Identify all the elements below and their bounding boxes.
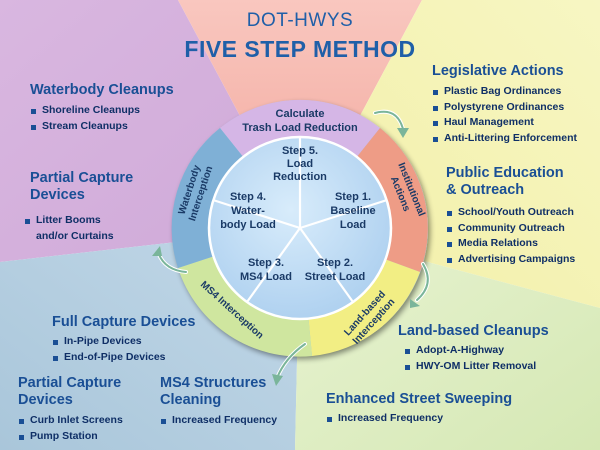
public-education-heading-line1: Public Education <box>446 165 564 181</box>
street-sweeping-list: Increased Frequency <box>326 411 443 427</box>
step1-line3: Load <box>340 219 366 231</box>
ms4-structures-heading-line1: MS4 Structures <box>160 375 267 391</box>
legislative-list: Plastic Bag Ordinances Polystyrene Ordin… <box>432 84 577 146</box>
list-item: Media Relations <box>446 236 575 252</box>
diagram-subtitle: FIVE STEP METHOD <box>184 36 416 62</box>
step4-line1: Step 4. <box>230 191 266 203</box>
partial-capture-lower-heading-line2: Devices <box>18 392 73 408</box>
ms4-structures-list: Increased Frequency <box>160 413 277 429</box>
step3-line2: MS4 Load <box>240 271 292 283</box>
list-item: Increased Frequency <box>326 411 443 427</box>
list-item: Increased Frequency <box>160 413 277 429</box>
diagram-title: DOT-HWYS <box>246 10 354 31</box>
list-item: Plastic Bag Ordinances <box>432 84 577 100</box>
list-item: Stream Cleanups <box>30 119 140 135</box>
public-education-heading-line2: & Outreach <box>446 182 525 198</box>
step3-line1: Step 3. <box>248 257 284 269</box>
step4-line3: body Load <box>220 219 276 231</box>
list-item: Curb Inlet Screens <box>18 413 123 429</box>
step2-line1: Step 2. <box>317 257 353 269</box>
list-item: HWY-OM Litter Removal <box>404 359 536 375</box>
ring-label-calculate-line1: Calculate <box>276 108 325 120</box>
street-sweeping-heading: Enhanced Street Sweeping <box>326 391 513 407</box>
full-capture-heading: Full Capture Devices <box>52 314 196 330</box>
step4-line2: Water- <box>231 205 265 217</box>
land-cleanups-list: Adopt-A-Highway HWY-OM Litter Removal <box>404 343 536 374</box>
partial-capture-upper-heading-line1: Partial Capture <box>30 170 134 186</box>
list-item: Pump Station <box>18 429 123 445</box>
partial-capture-upper-list: Litter Booms and/or Curtains <box>24 213 114 244</box>
list-item: Polystyrene Ordinances <box>432 100 577 116</box>
waterbody-cleanups-list: Shoreline Cleanups Stream Cleanups <box>30 103 140 134</box>
step5-line2: Load <box>287 158 313 170</box>
step1-line1: Step 1. <box>335 191 371 203</box>
step2-line2: Street Load <box>305 271 366 283</box>
list-item: Shoreline Cleanups <box>30 103 140 119</box>
list-item: In-Pipe Devices <box>52 334 166 350</box>
partial-capture-upper-heading-line2: Devices <box>30 187 85 203</box>
list-item: Haul Management <box>432 115 577 131</box>
public-education-list: School/Youth Outreach Community Outreach… <box>446 205 575 267</box>
step5-line1: Step 5. <box>282 145 318 157</box>
list-item: End-of-Pipe Devices <box>52 350 166 366</box>
partial-capture-lower-heading-line1: Partial Capture <box>18 375 122 391</box>
step1-line2: Baseline <box>330 205 375 217</box>
list-item: Anti-Littering Enforcement <box>432 131 577 147</box>
ms4-structures-heading-line2: Cleaning <box>160 392 222 408</box>
ring-label-calculate-line2: Trash Load Reduction <box>242 122 358 134</box>
full-capture-list: In-Pipe Devices End-of-Pipe Devices <box>52 334 166 365</box>
partial-capture-lower-list: Curb Inlet Screens Pump Station <box>18 413 123 444</box>
land-cleanups-heading: Land-based Cleanups <box>398 323 549 339</box>
list-item: School/Youth Outreach <box>446 205 575 221</box>
step5-line3: Reduction <box>273 171 327 183</box>
list-item-continuation: and/or Curtains <box>36 229 114 242</box>
list-item: Litter Booms <box>24 213 114 229</box>
waterbody-cleanups-heading: Waterbody Cleanups <box>30 82 174 98</box>
list-item: Community Outreach <box>446 221 575 237</box>
list-item: Advertising Campaigns <box>446 252 575 268</box>
legislative-heading: Legislative Actions <box>432 63 564 79</box>
list-item: Adopt-A-Highway <box>404 343 536 359</box>
